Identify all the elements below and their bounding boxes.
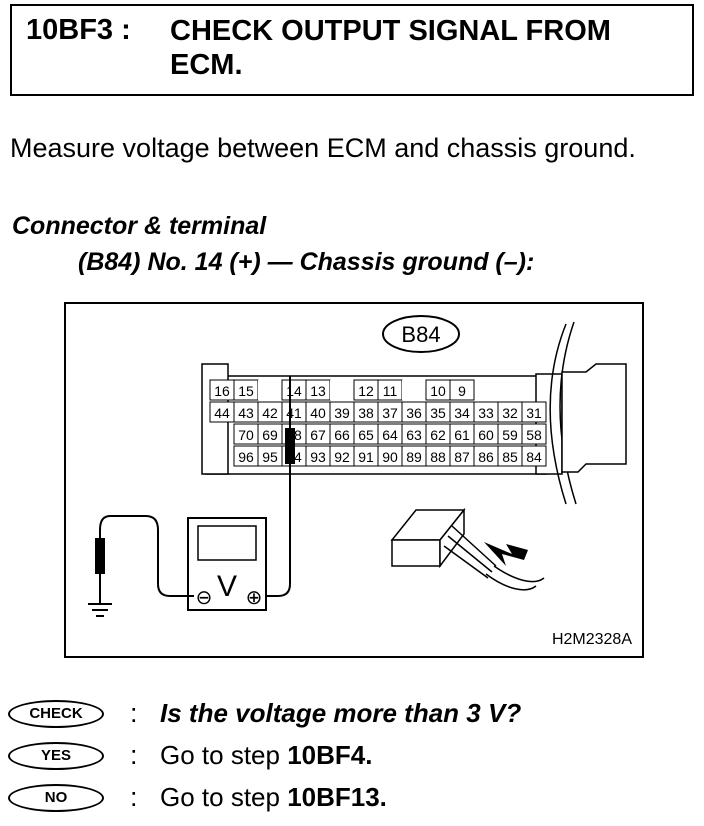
connector-view-illustration [390, 507, 545, 591]
no-answer-text: Go to step [160, 782, 288, 812]
check-badge: CHECK [8, 700, 104, 728]
step-title: CHECK OUTPUT SIGNAL FROM ECM. [170, 15, 611, 81]
pin-number: 87 [454, 449, 470, 465]
colon: : [130, 698, 138, 728]
pin-number: 66 [334, 427, 350, 443]
pin-number: 39 [334, 405, 350, 421]
wiring-diagram: B84 16 15 14 13 12 11 10 9 44 43 42 41 40 39 38 37 36 35 3… [64, 302, 644, 658]
pin-cell [258, 380, 282, 400]
connector-back-shell [561, 363, 627, 473]
pin-number: 10 [430, 383, 446, 399]
pin-number: 13 [310, 383, 326, 399]
pin-number: 85 [502, 449, 518, 465]
pin-number: 34 [454, 405, 470, 421]
pin-number: 89 [406, 449, 422, 465]
pin-number: 67 [310, 427, 326, 443]
colon: : [130, 740, 138, 770]
pin-number: 31 [526, 405, 542, 421]
pin-number: 38 [358, 405, 374, 421]
voltmeter: V ⊖ ⊕ [187, 517, 267, 611]
yes-step-link: 10BF4. [287, 740, 373, 770]
diagram-svg: B84 16 15 14 13 12 11 10 9 44 43 42 41 40 39 38 37 36 35 3… [88, 315, 632, 648]
pin-number: 58 [526, 427, 542, 443]
pin-number: 65 [358, 427, 374, 443]
pin-number: 62 [430, 427, 446, 443]
pin-cell [449, 379, 475, 401]
harness-cut-line [549, 323, 567, 505]
pin-number: 36 [406, 405, 422, 421]
pin-cell [330, 380, 354, 400]
pin-number: 86 [478, 449, 494, 465]
connector-title: Connector & terminal [12, 212, 267, 240]
pin-cell [521, 401, 547, 423]
pin-number: 44 [214, 405, 230, 421]
pin-number: 37 [382, 405, 398, 421]
connector-detail: (B84) No. 14 (+) — Chassis ground (–): [78, 248, 535, 276]
pin-cell [521, 423, 547, 445]
yes-answer-text: Go to step [160, 740, 288, 770]
probe-lead-negative [99, 515, 194, 597]
probe-lead-positive [262, 464, 291, 597]
pin-cell [402, 380, 426, 400]
pin-number: 91 [358, 449, 374, 465]
ground-icon [88, 603, 112, 617]
meter-minus-terminal: ⊖ [196, 587, 213, 609]
pin-number: 84 [526, 449, 542, 465]
instruction-text: Measure voltage between ECM and chassis … [10, 133, 636, 163]
pin-number: 32 [502, 405, 518, 421]
pin-number: 15 [238, 383, 254, 399]
pin-number: 88 [430, 449, 446, 465]
pin-number: 33 [478, 405, 494, 421]
pin-number: 11 [383, 383, 398, 399]
arrow-icon [484, 542, 528, 566]
check-question: Is the voltage more than 3 V? [160, 698, 522, 728]
ground-probe [95, 538, 105, 574]
pin-number: 9 [458, 383, 466, 399]
pin-cell [521, 445, 547, 467]
pin-number: 61 [454, 427, 470, 443]
pin-number: 59 [502, 427, 518, 443]
pin-number: 93 [310, 449, 326, 465]
ecm-connector: 16 15 14 13 12 11 10 9 44 43 42 41 40 39 38 37 36 35 34 33 3… [201, 363, 563, 475]
no-step-link: 10BF13. [287, 782, 387, 812]
pin-number: 12 [358, 383, 374, 399]
no-badge: NO [8, 784, 104, 812]
pin-number: 14 [286, 383, 302, 399]
step-header: 10BF3 : CHECK OUTPUT SIGNAL FROM ECM. [10, 4, 694, 96]
pin-number: 60 [478, 427, 494, 443]
no-answer: Go to step 10BF13. [160, 782, 387, 812]
pin-number: 42 [262, 405, 278, 421]
meter-plus-terminal: ⊕ [246, 587, 263, 609]
pin-number: 69 [262, 427, 278, 443]
pin-number: 43 [238, 405, 254, 421]
yes-answer: Go to step 10BF4. [160, 740, 372, 770]
pin-number: 40 [310, 405, 326, 421]
pin-number: 96 [238, 449, 254, 465]
pin-number: 90 [382, 449, 398, 465]
pin-number: 63 [406, 427, 422, 443]
colon: : [130, 782, 138, 812]
pin-number: 92 [334, 449, 350, 465]
pin-number: 35 [430, 405, 446, 421]
pin-number: 16 [214, 383, 230, 399]
step-id: 10BF3 : [26, 14, 131, 46]
figure-code: H2M2328A [552, 631, 632, 648]
harness-cut-line [559, 321, 577, 505]
meter-v-label: V [217, 570, 237, 603]
pin-number: 70 [238, 427, 254, 443]
yes-badge: YES [8, 742, 104, 770]
pin-number: 95 [262, 449, 278, 465]
probe-tip [285, 428, 295, 464]
pin-number: 41 [286, 405, 302, 421]
pin-number: 64 [382, 427, 398, 443]
connector-label-ellipse [382, 315, 460, 353]
connector-label: B84 [401, 322, 440, 347]
